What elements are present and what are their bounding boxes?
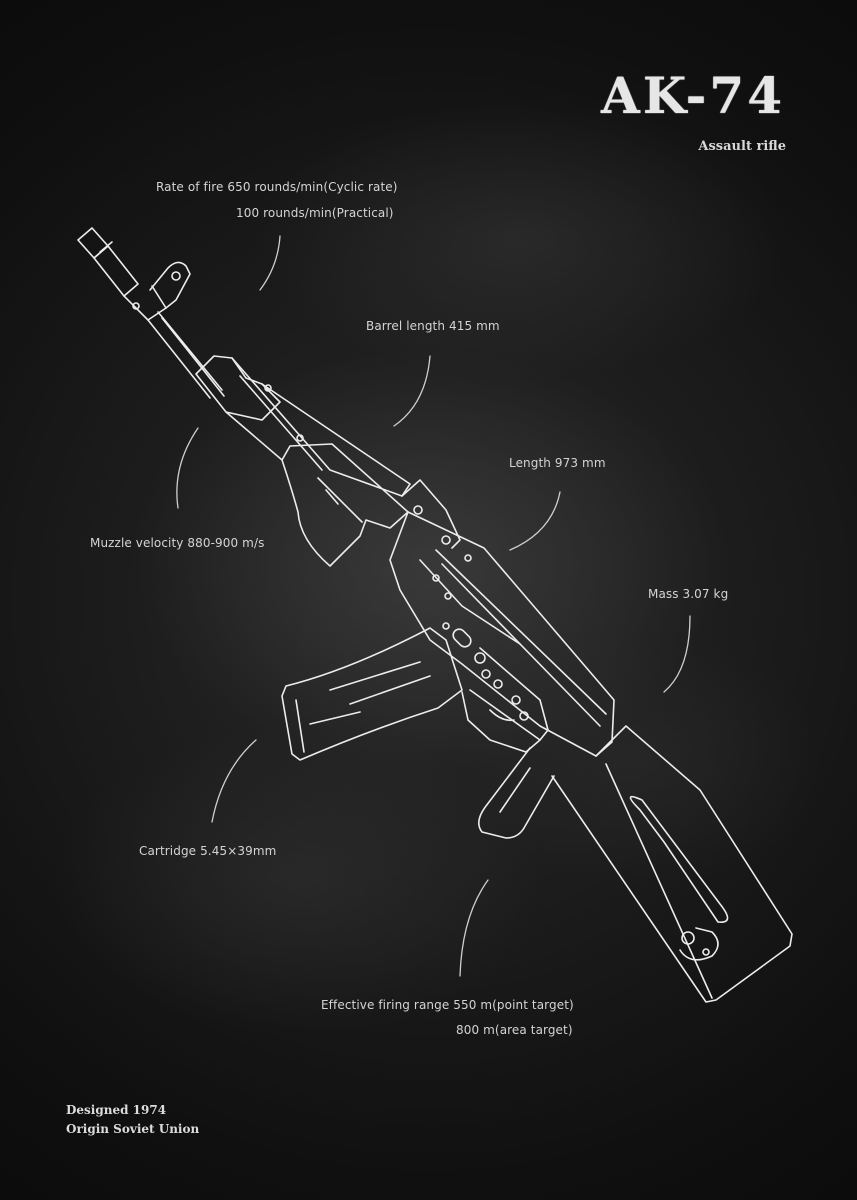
- arc-effective-range: [459, 879, 489, 977]
- arc-mass: [663, 615, 691, 693]
- spec-cartridge: Cartridge 5.45×39mm: [139, 844, 277, 858]
- origin-country: Origin Soviet Union: [66, 1122, 200, 1136]
- spec-effective-range-point: Effective firing range 550 m(point targe…: [321, 998, 574, 1012]
- spec-barrel-length: Barrel length 415 mm: [366, 319, 500, 333]
- arc-muzzle-velocity: [176, 427, 199, 509]
- spec-effective-range-area: 800 m(area target): [456, 1023, 573, 1037]
- designed-year: Designed 1974: [66, 1103, 167, 1117]
- spec-rate-of-fire-practical: 100 rounds/min(Practical): [236, 206, 394, 220]
- spec-length: Length 973 mm: [509, 456, 606, 470]
- spec-muzzle-velocity: Muzzle velocity 880-900 m/s: [90, 536, 265, 550]
- page-subtitle: Assault rifle: [698, 139, 786, 154]
- arc-rate-of-fire: [259, 235, 281, 291]
- page-title: AK-74: [601, 66, 785, 125]
- arc-cartridge: [211, 739, 257, 823]
- arc-barrel-length: [393, 355, 431, 427]
- spec-mass: Mass 3.07 kg: [648, 587, 729, 601]
- spec-rate-of-fire-cyclic: Rate of fire 650 rounds/min(Cyclic rate): [156, 180, 398, 194]
- arc-length: [509, 491, 561, 551]
